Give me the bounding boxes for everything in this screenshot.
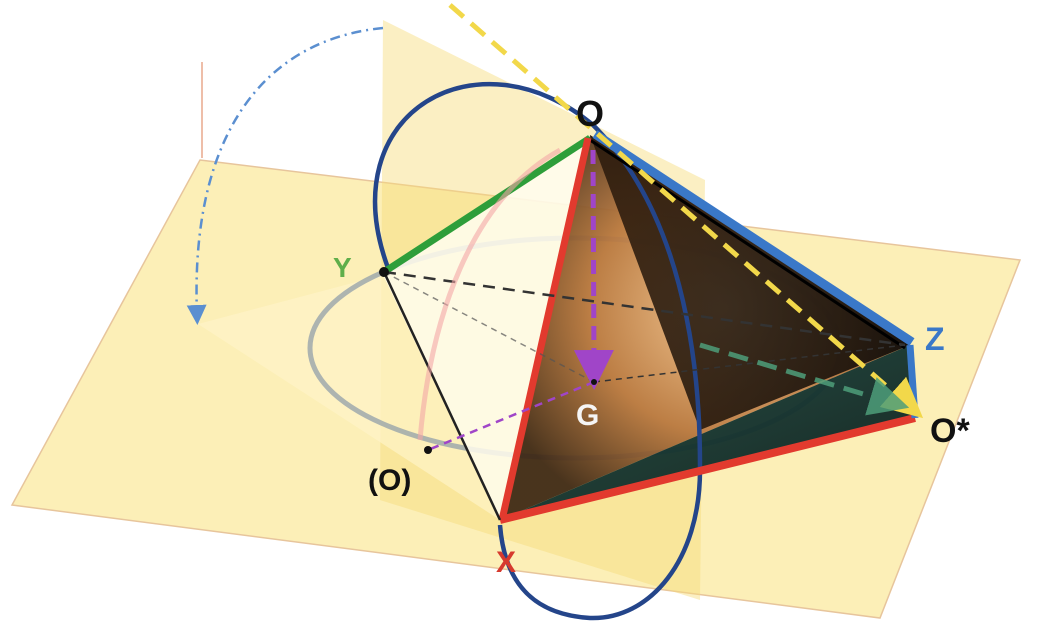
point-g bbox=[591, 379, 597, 385]
rotated-face bbox=[198, 275, 500, 520]
label-y: Y bbox=[333, 252, 352, 283]
point-y bbox=[379, 267, 389, 277]
edge-oz bbox=[592, 130, 915, 346]
label-x: X bbox=[496, 546, 516, 579]
face-oyx bbox=[383, 135, 590, 520]
purple-dashed-g-rotated bbox=[427, 380, 595, 452]
edge-yx bbox=[382, 271, 502, 521]
label-o-star: O* bbox=[930, 412, 970, 450]
blue-rotation-arc bbox=[186, 26, 384, 325]
edge-ox bbox=[498, 137, 592, 521]
hidden-edge-yz bbox=[383, 270, 906, 347]
green-dashed-arrow bbox=[699, 342, 910, 416]
label-o: O bbox=[576, 93, 604, 134]
yellow-dashed-line bbox=[448, 3, 924, 419]
point-rotated-o bbox=[424, 446, 432, 454]
meridian-ellipse bbox=[373, 81, 703, 621]
rotation-arc bbox=[417, 147, 562, 441]
face-xz-bottom bbox=[500, 345, 915, 520]
label-g: G bbox=[576, 399, 599, 432]
label-z: Z bbox=[925, 321, 945, 357]
label-rotated-o: (O) bbox=[368, 464, 411, 497]
edge-zo-star bbox=[906, 344, 919, 419]
edge-oy bbox=[382, 135, 592, 275]
purple-arrow-og bbox=[573, 149, 614, 390]
face-oz-dark bbox=[590, 135, 910, 430]
hidden-edge-gz bbox=[593, 344, 906, 383]
edge-xz bbox=[499, 414, 916, 524]
